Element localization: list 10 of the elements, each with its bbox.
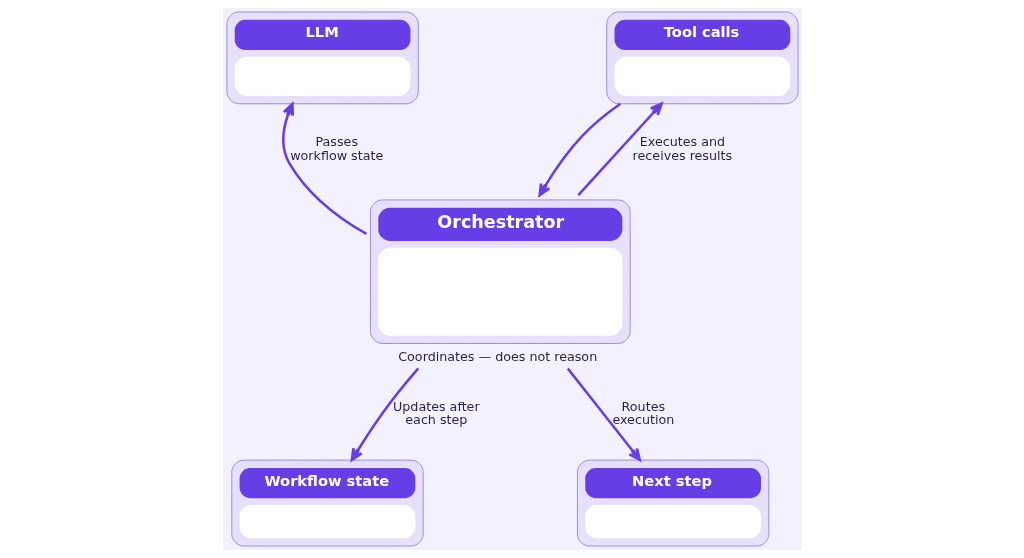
edge-label: Routes execution: [611, 398, 674, 428]
arrow: [350, 367, 419, 462]
node-label: Coordinates — does not reason: [397, 349, 597, 365]
arrow: [537, 102, 621, 197]
arrow: [576, 102, 663, 197]
arrow: [281, 102, 367, 236]
arrow: [566, 367, 641, 462]
edge-label: Passes workflow state: [289, 134, 383, 163]
edge-label: Updates after each step: [392, 398, 480, 428]
edge-label: Executes and receives results: [632, 134, 732, 163]
